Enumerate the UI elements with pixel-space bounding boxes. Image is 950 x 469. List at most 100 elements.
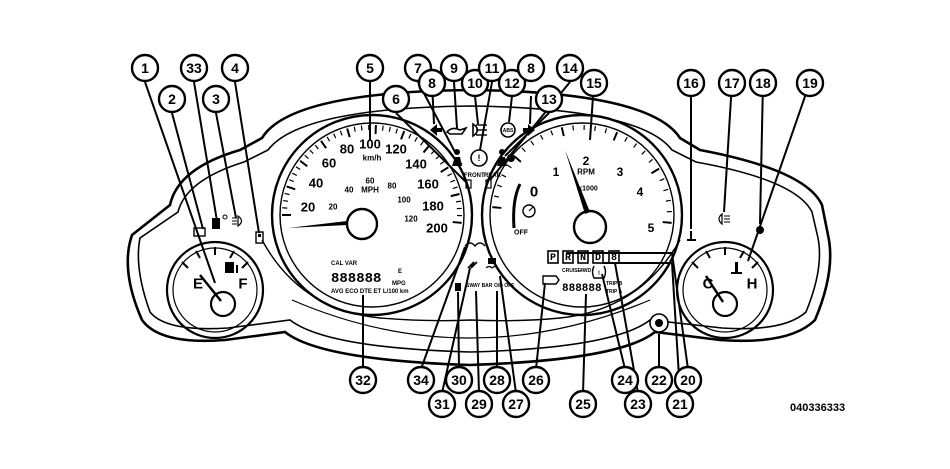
svg-text:!: !: [478, 153, 481, 163]
sway-bar-label: SWAY BAR: [466, 283, 493, 289]
gauge-tick: [492, 206, 502, 209]
engine-temp-warning-icon: [687, 231, 696, 241]
mph-label-120: 120: [404, 215, 418, 224]
temperature-gauge: C H: [675, 240, 775, 340]
tach-label-2: 2: [583, 154, 590, 168]
figure-code: 040336333: [790, 402, 845, 414]
gauge-tick: [388, 126, 391, 132]
callout-11: 11: [477, 53, 507, 83]
brake-warning-icon: !: [470, 149, 488, 167]
gear-n-box: [577, 250, 589, 264]
odometer-display: CAL VAR 888888 E MPG AVG ECO DTE ET L/10…: [331, 261, 409, 295]
charging-system-icon: [467, 261, 478, 269]
kmh-label-80: 80: [340, 142, 354, 157]
gauge-tick: [633, 143, 638, 148]
gear-p-box: [547, 250, 559, 264]
front-fog-lamp-icon: [232, 214, 243, 228]
kmh-label-20: 20: [301, 200, 315, 215]
four-wheel-low-icon: [455, 283, 461, 291]
svg-text:15: 15: [586, 75, 602, 91]
svg-text:19: 19: [802, 75, 818, 91]
callout-18: 18: [748, 68, 778, 98]
callout-4: 4: [220, 53, 250, 83]
gauge-tick: [381, 125, 384, 131]
callout-27: 27: [501, 389, 531, 419]
gear-p: P: [550, 253, 556, 264]
traction-control-icon: [485, 258, 499, 269]
check-engine-icon: [542, 275, 560, 285]
kmh-label-180: 180: [422, 199, 444, 214]
gauge-tick: [659, 178, 665, 182]
tachometer: 0 1 2 3 4 5 RPM x1000 OFF: [480, 113, 684, 317]
gauge-tick: [414, 136, 418, 142]
cruise-set-icon: [522, 204, 536, 218]
callout-20: 20: [673, 365, 703, 395]
gauge-tick: [309, 149, 314, 155]
gauge-tick: [420, 140, 424, 146]
gauge-tick: [455, 200, 462, 203]
gauge-tick: [452, 221, 462, 224]
svg-text:7: 7: [414, 60, 422, 76]
speedometer-ticks: [282, 125, 463, 224]
callout-6: 6: [381, 84, 411, 114]
svg-text:14: 14: [562, 60, 578, 76]
gauge-tick: [506, 164, 512, 169]
kmh-label-40: 40: [309, 176, 323, 191]
svg-text:24: 24: [617, 372, 633, 388]
mph-label-40: 40: [345, 186, 354, 195]
callout-33: 33: [179, 53, 209, 83]
od-off-label: O/D OFF: [494, 283, 514, 289]
callout-2: 2: [157, 84, 187, 114]
trip-display: 888888 TRIP B TRIP A: [542, 275, 623, 295]
svg-text:31: 31: [434, 396, 450, 412]
turn-left-arrow-icon: [430, 124, 442, 136]
right-side-indicators: [687, 212, 764, 241]
gauge-tick: [604, 128, 608, 134]
gauge-tick: [648, 158, 654, 163]
tach-label-0: 0: [530, 184, 538, 201]
gauge-tick: [353, 126, 356, 132]
lower-center-indicators: SWAY BAR O/D OFF: [455, 242, 514, 291]
gear-r-box: [562, 250, 574, 264]
odometer-unit-mpg: MPG: [392, 281, 406, 287]
gauge-tick: [339, 130, 343, 136]
odometer-top-label: CAL VAR: [331, 261, 358, 267]
callout-17: 17: [717, 68, 747, 98]
svg-text:30: 30: [451, 372, 467, 388]
glow-plug-icon: [464, 242, 486, 248]
svg-text:4: 4: [231, 60, 239, 76]
airbag-front-label: FRONT: [464, 173, 485, 179]
gauge-tick: [439, 160, 445, 165]
gauge-tick: [452, 186, 458, 190]
callout-13: 13: [534, 84, 564, 114]
svg-text:28: 28: [489, 372, 505, 388]
kmh-label-200: 200: [426, 221, 448, 236]
svg-text:33: 33: [186, 60, 202, 76]
svg-text:20: 20: [680, 372, 696, 388]
callout-28: 28: [482, 365, 512, 395]
gauge-tick: [288, 179, 295, 183]
callout-16: 16: [676, 68, 706, 98]
speedometer-kmh-labels: 20 40 60 80 100 120 140 160 180 200: [301, 137, 448, 236]
speedometer-mph-labels: 20 40 60 80 100 120: [329, 177, 419, 224]
gauge-tick: [400, 130, 406, 140]
fourwd-label: 4WD: [580, 268, 592, 274]
kmh-label-140: 140: [405, 157, 427, 172]
passenger-airbag-rear-icon: [485, 179, 492, 189]
mph-label-80: 80: [388, 182, 397, 191]
svg-text:34: 34: [413, 372, 429, 388]
coolant-temp-icon: [731, 262, 742, 274]
gauge-tick: [540, 134, 544, 140]
mph-label-100: 100: [397, 196, 411, 205]
callout-31: 31: [427, 389, 457, 419]
temp-hot-label: H: [747, 276, 758, 293]
gauge-tick: [447, 173, 453, 177]
tire-pressure-icon: !: [591, 265, 607, 279]
callout-29: 29: [464, 389, 494, 419]
callout-19: 19: [795, 68, 825, 98]
svg-text:10: 10: [467, 75, 483, 91]
gauge-tick: [641, 150, 646, 155]
callout-32: 32: [348, 365, 378, 395]
svg-text:16: 16: [683, 75, 699, 91]
mph-label-20: 20: [329, 203, 338, 212]
